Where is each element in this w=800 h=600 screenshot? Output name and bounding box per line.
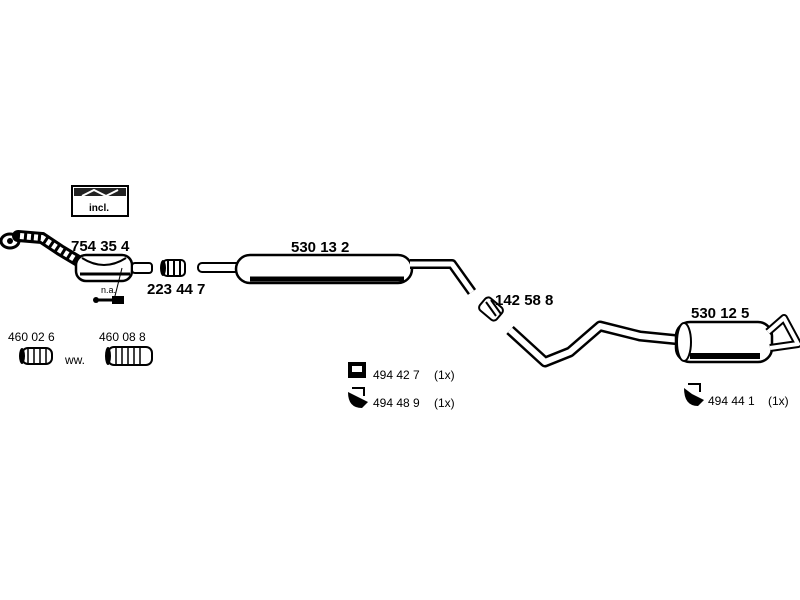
kit-label: incl. (89, 203, 109, 214)
flex-a-part[interactable] (19, 347, 53, 365)
or-label: ww. (64, 353, 85, 367)
hanger-3-code: 494 44 1 (708, 394, 755, 408)
rear-silencer-part-number: 530 12 5 (691, 305, 749, 322)
mid-clamp-part-number: 142 58 8 (495, 292, 553, 309)
front-pipe-catalyst-part[interactable] (0, 230, 153, 283)
front-clamp-part[interactable] (160, 259, 186, 277)
mid-clamp-part[interactable] (477, 296, 504, 322)
hanger-icon (684, 383, 704, 406)
lambda-sensor-icon (93, 267, 124, 304)
rear-silencer-part[interactable] (506, 314, 800, 368)
front-clamp-part-number: 223 44 7 (147, 281, 205, 298)
hanger-2-code: 494 48 9 (373, 396, 420, 410)
flex-a-part-number: 460 02 6 (8, 330, 55, 344)
front-pipe-part-number: 754 35 4 (71, 238, 130, 255)
hanger-1-code: 494 42 7 (373, 368, 420, 382)
hanger-3-qty: (1x) (768, 394, 789, 408)
hanger-icon (348, 387, 368, 408)
na-label: n.a. (101, 285, 116, 295)
hanger-2-qty: (1x) (434, 396, 455, 410)
hanger-1-qty: (1x) (434, 368, 455, 382)
flex-b-part-number: 460 08 8 (99, 330, 146, 344)
hanger-icon (348, 362, 366, 378)
kit-box-icon: incl. (71, 185, 129, 217)
center-silencer-part-number: 530 13 2 (291, 239, 349, 256)
flex-b-part[interactable] (105, 346, 153, 366)
center-silencer-part[interactable] (197, 253, 477, 295)
